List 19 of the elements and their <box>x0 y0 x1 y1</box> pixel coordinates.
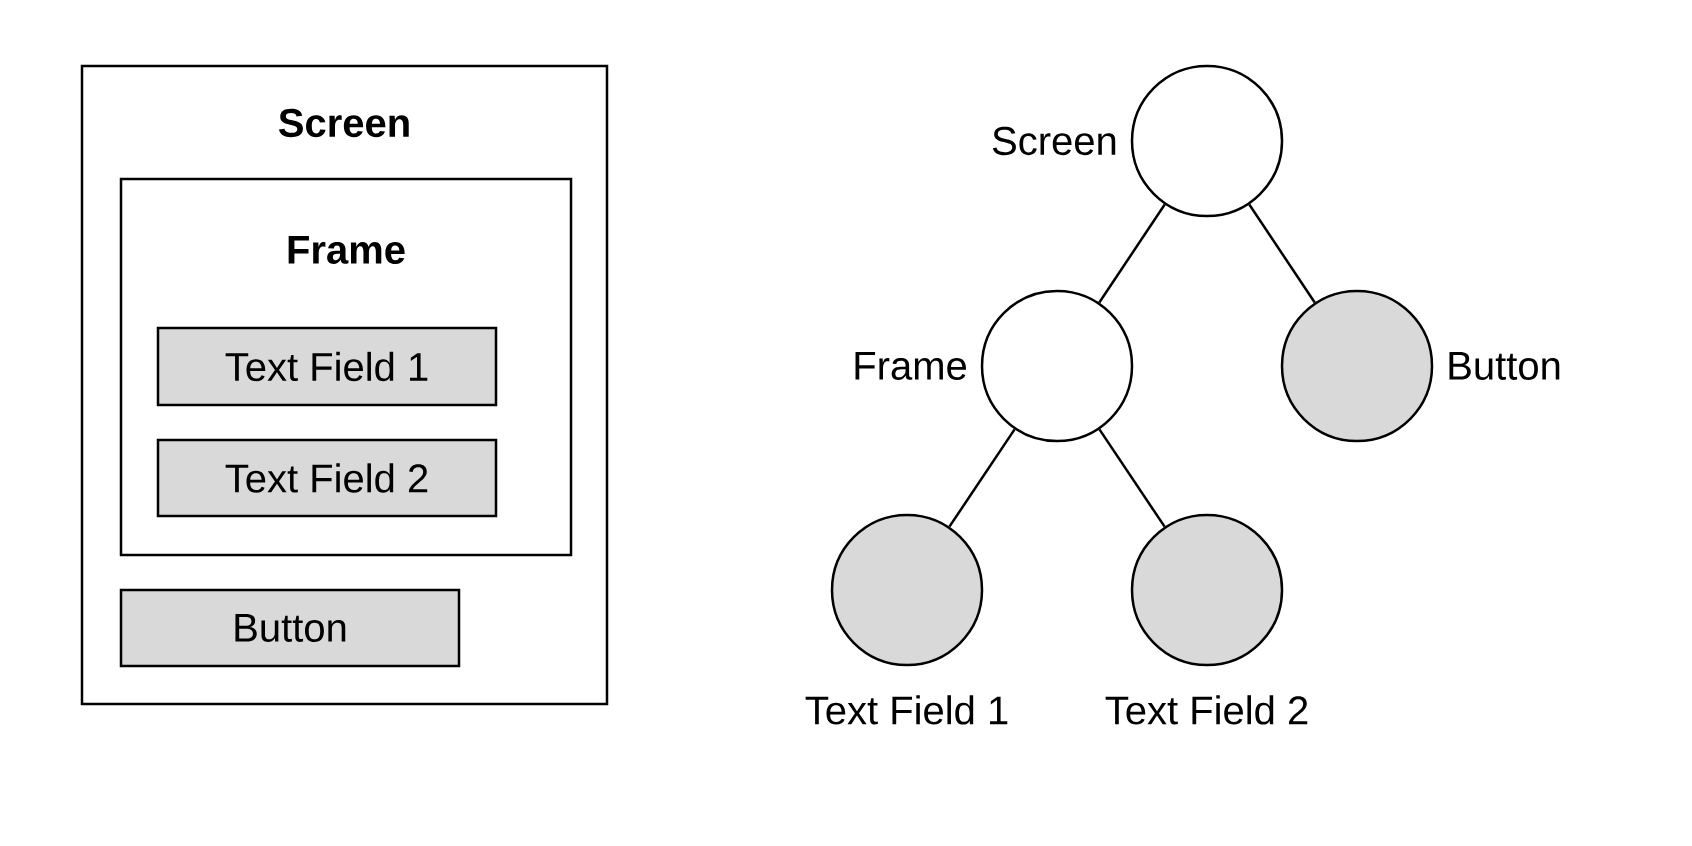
widget-box: Text Field 2 <box>156 438 498 518</box>
connector-line <box>1248 203 1316 304</box>
node-label: Frame <box>855 352 967 380</box>
node-label: Button <box>1449 352 1560 380</box>
widget-box: Text Field 1 <box>156 326 498 407</box>
box-heading: Screen <box>278 108 409 138</box>
tree-node-circle <box>1130 513 1284 667</box>
node-label: Text Field 1 <box>805 695 1008 725</box>
widget-box: Button <box>119 588 461 668</box>
tree-node-circle <box>1280 289 1434 443</box>
box-heading: Frame <box>288 236 405 264</box>
connector-line <box>1098 428 1166 528</box>
tree-node-circle <box>830 513 984 667</box>
node-label: Text Field 2 <box>1105 695 1308 725</box>
connector-line <box>948 428 1016 528</box>
tree-node-circle <box>1130 64 1284 218</box>
node-label: Screen <box>992 126 1116 156</box>
tree-node-circle <box>980 289 1134 443</box>
connector-line <box>1098 203 1166 304</box>
